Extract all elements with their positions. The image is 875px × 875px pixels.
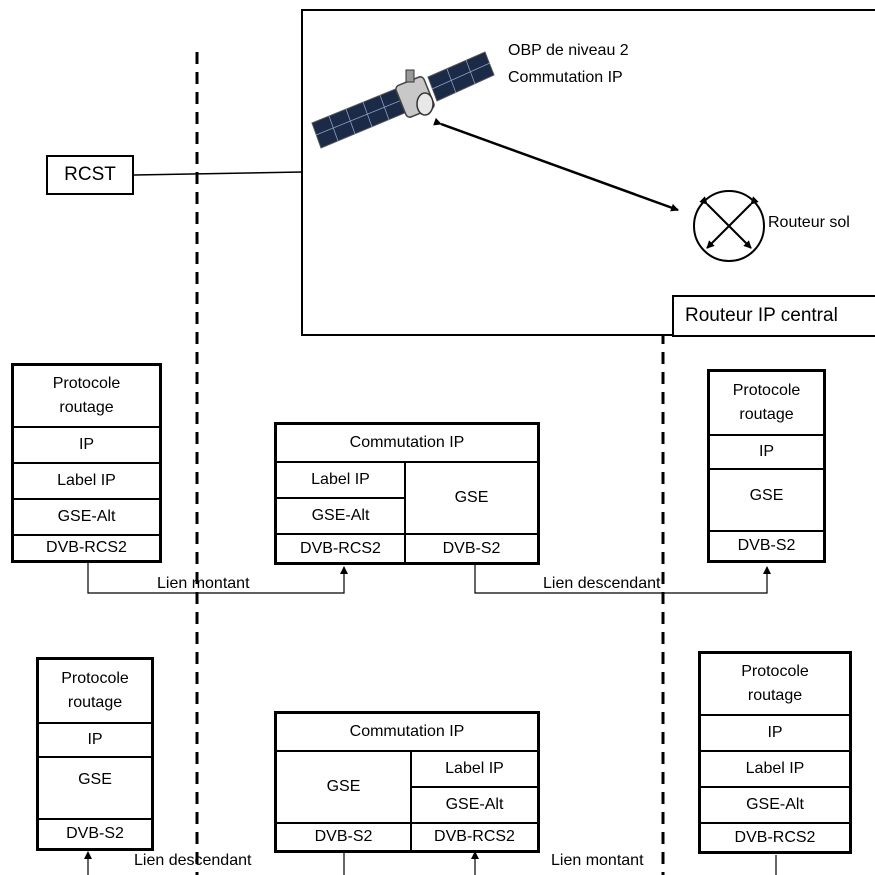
stack-cell: Protocole routage (741, 663, 809, 704)
protocol-stack-satellite-return: Commutation IP GSE DVB-S2 Label IP GSE-A… (274, 711, 540, 853)
stack-cell: GSE (326, 778, 361, 795)
left-column: Label IP GSE-Alt DVB-RCS2 (277, 461, 406, 562)
rcst-label: RCST (64, 164, 116, 185)
stack-cell: Label IP (701, 750, 849, 786)
link-label-uplink-row1: Lien montant (157, 575, 250, 592)
right-column: GSE DVB-S2 (406, 461, 537, 562)
stack-cell: GSE-Alt (701, 786, 849, 822)
stack-cell: DVB-S2 (39, 818, 151, 848)
ground-router-label: Routeur sol (768, 214, 850, 231)
central-router-box: Routeur IP central (672, 295, 875, 337)
protocol-stack-central-router: Protocole routage IP GSE DVB-S2 (707, 369, 826, 563)
downlink-connector-row1 (474, 562, 771, 594)
stack-cell: GSE (39, 756, 151, 818)
satellite-caption-line2: Commutation IP (508, 69, 623, 86)
rcst-box: RCST (46, 155, 134, 195)
stack-cell: Label IP (445, 760, 504, 777)
protocol-stack-rcst-return: Protocole routage IP Label IP GSE-Alt DV… (698, 651, 852, 854)
stack-cell: DVB-S2 (710, 530, 823, 560)
link-label-downlink-row1: Lien descendant (543, 575, 661, 592)
stack-cell: IP (14, 426, 159, 462)
stack-cell: IP (701, 714, 849, 750)
stack-cell: Protocole routage (52, 375, 121, 416)
rcst-connector (133, 171, 303, 176)
stack-cell: GSE-Alt (277, 497, 404, 533)
stack-cell: Label IP (14, 462, 159, 498)
stack-cell: DVB-RCS2 (14, 534, 159, 560)
stack-cell: DVB-RCS2 (701, 822, 849, 851)
link-label-uplink-row2: Lien montant (551, 852, 644, 869)
stack-cell: GSE-Alt (14, 498, 159, 534)
stack-cell: Protocole routage (61, 670, 129, 711)
router-icon (693, 190, 765, 262)
satellite-caption-line1: OBP de niveau 2 (508, 42, 629, 59)
protocol-stack-satellite: Commutation IP Label IP GSE-Alt DVB-RCS2… (274, 422, 540, 565)
right-column: Label IP GSE-Alt DVB-RCS2 (412, 750, 537, 850)
central-router-label: Routeur IP central (685, 305, 838, 326)
switching-header: Commutation IP (349, 434, 465, 451)
stack-cell: GSE (710, 468, 823, 530)
switching-header: Commutation IP (349, 723, 465, 740)
stack-cell: IP (710, 434, 823, 468)
satellite-link-arrow (433, 117, 679, 212)
stack-cell: GSE (454, 489, 489, 506)
stack-cell: DVB-S2 (406, 533, 537, 562)
satellite-icon (311, 51, 495, 149)
uplink-connector-row1 (87, 562, 348, 594)
protocol-stack-rcst: Protocole routage IP Label IP GSE-Alt DV… (11, 363, 162, 563)
stack-cell: Protocole routage (732, 382, 801, 423)
stack-cell: GSE-Alt (412, 786, 537, 822)
left-column: GSE DVB-S2 (277, 750, 412, 850)
stack-cell: DVB-RCS2 (277, 533, 404, 562)
stack-cell: DVB-S2 (277, 822, 410, 850)
protocol-stack-ground-router: Protocole routage IP GSE DVB-S2 (36, 657, 154, 851)
stack-cell: DVB-RCS2 (412, 822, 537, 850)
link-label-downlink-row2: Lien descendant (134, 852, 252, 869)
stack-cell: IP (39, 722, 151, 756)
stack-cell: Label IP (311, 471, 370, 488)
